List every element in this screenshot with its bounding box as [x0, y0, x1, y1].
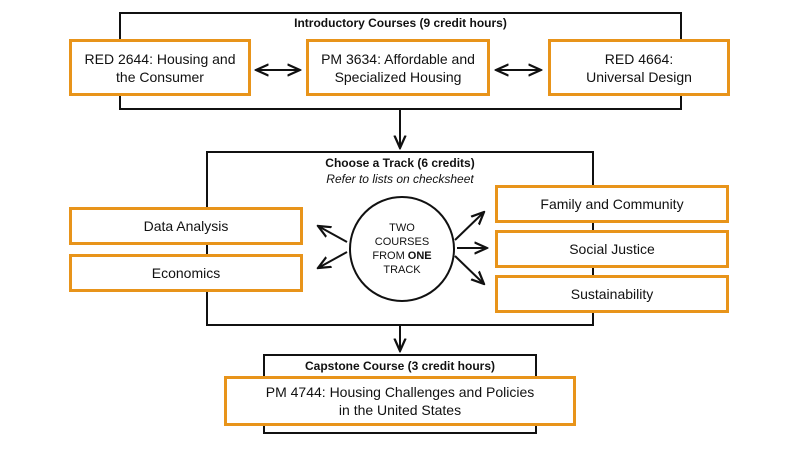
track-social-justice: Social Justice	[495, 230, 729, 268]
track-sustainability: Sustainability	[495, 275, 729, 313]
capstone-title: Capstone Course (3 credit hours)	[304, 359, 496, 373]
circle-from: FROM	[372, 250, 408, 262]
intro-title: Introductory Courses (9 credit hours)	[294, 16, 507, 30]
track-data-analysis: Data Analysis	[69, 207, 303, 245]
track-family-community: Family and Community	[495, 185, 729, 223]
intro-course-pm3634: PM 3634: Affordable and Specialized Hous…	[306, 39, 490, 96]
track-label: Economics	[151, 265, 221, 281]
circle-line: TWO	[389, 222, 415, 234]
course-line: PM 3634: Affordable and	[321, 50, 475, 67]
course-line: PM 4744: Housing Challenges and Policies	[265, 384, 535, 400]
track-subtitle: Refer to lists on checksheet	[326, 172, 474, 186]
track-label: Data Analysis	[143, 218, 229, 234]
circle-arrow-upright	[454, 212, 484, 241]
track-economics: Economics	[69, 254, 303, 292]
track-label: Social Justice	[569, 241, 655, 257]
capstone-course-pm4744: PM 4744: Housing Challenges and Policies…	[224, 376, 576, 426]
two-courses-circle: TWO COURSES FROM ONE TRACK	[349, 196, 455, 302]
course-line: Specialized Housing	[334, 68, 462, 85]
track-title: Choose a Track (6 credits)	[325, 156, 475, 170]
track-label: Sustainability	[570, 286, 654, 302]
course-line: RED 4664:	[604, 50, 674, 67]
course-line: Universal Design	[586, 68, 692, 85]
circle-one-bold: ONE	[407, 250, 432, 262]
course-line: RED 2644: Housing and	[84, 50, 236, 67]
intro-course-red4664: RED 4664: Universal Design	[548, 39, 730, 96]
course-line: the Consumer	[116, 68, 204, 85]
circle-arrow-downleft	[318, 251, 348, 268]
circle-line: FROM ONE	[372, 249, 431, 263]
circle-arrow-downright	[454, 255, 484, 284]
circle-line: TRACK	[383, 264, 421, 276]
circle-arrow-upleft	[318, 226, 348, 243]
track-label: Family and Community	[540, 196, 684, 212]
circle-line: COURSES	[374, 236, 430, 248]
course-line: in the United States	[338, 402, 462, 418]
intro-course-red2644: RED 2644: Housing and the Consumer	[69, 39, 251, 96]
